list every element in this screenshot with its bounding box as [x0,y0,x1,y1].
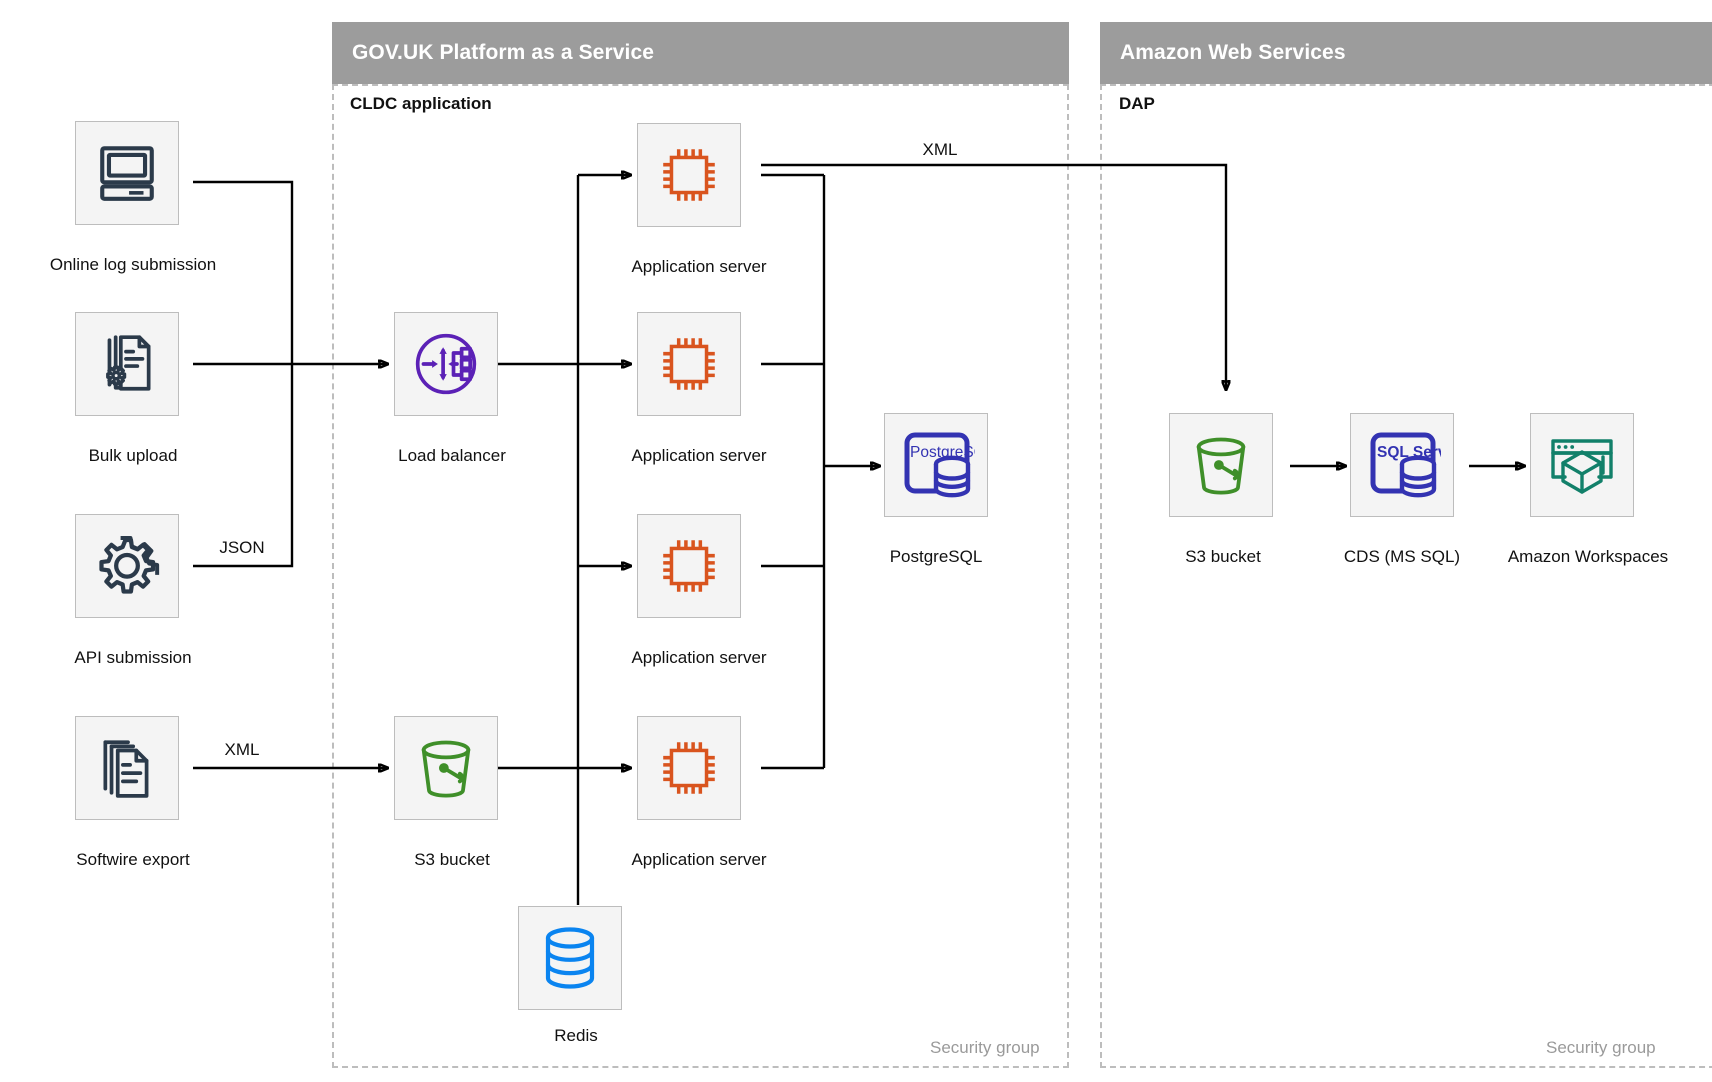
node-label-s3-bucket-paas: S3 bucket [414,850,490,869]
sub-label-dap: DAP [1119,94,1155,113]
node-app-server-2[interactable] [637,312,741,416]
s3-bucket-icon [1187,431,1255,499]
security-group-label-paas: Security group [930,1038,1040,1057]
node-label-redis: Redis [554,1026,598,1045]
node-s3-bucket-aws[interactable] [1169,413,1273,517]
security-group-paas [332,84,1069,1068]
redis-database-icon [539,925,601,991]
node-redis[interactable] [518,906,622,1010]
node-app-server-1[interactable] [637,123,741,227]
sub-label-cldc: CLDC application [350,94,492,113]
node-online-log-submission[interactable] [75,121,179,225]
node-bulk-upload[interactable] [75,312,179,416]
node-label-amazon-workspaces: Amazon Workspaces [1507,547,1669,566]
node-app-server-4[interactable] [637,716,741,820]
cpu-chip-icon [656,533,722,599]
node-label-s3-bucket-aws: S3 bucket [1185,547,1261,566]
node-label-api-submission: API submission [74,648,192,667]
node-softwire-export[interactable] [75,716,179,820]
node-api-submission[interactable] [75,514,179,618]
document-gear-icon [94,331,160,397]
edge-label-xml-export: XML [918,140,962,160]
sql-server-icon: SQL Server [1363,429,1441,501]
load-balancer-icon [409,327,483,401]
node-label-online-log-submission: Online log submission [49,255,217,274]
node-amazon-workspaces[interactable] [1530,413,1634,517]
security-group-aws [1100,84,1712,1068]
stacked-documents-icon [94,735,160,801]
cpu-chip-icon [656,142,722,208]
node-postgresql[interactable]: PostgreSQL [884,413,988,517]
node-label-bulk-upload: Bulk upload [88,446,178,465]
postgresql-icon: PostgreSQL [897,429,975,501]
group-header-paas: GOV.UK Platform as a Service [332,22,1069,84]
node-label-app-server-2: Application server [631,446,767,465]
cpu-chip-icon [656,331,722,397]
node-label-cds-ms-sql: CDS (MS SQL) [1343,547,1461,566]
node-label-app-server-1: Application server [631,257,767,276]
cpu-chip-icon [656,735,722,801]
group-header-aws: Amazon Web Services [1100,22,1712,84]
node-label-app-server-3: Application server [631,648,767,667]
gear-icon [93,532,161,600]
s3-bucket-icon [412,734,480,802]
group-title-aws: Amazon Web Services [1120,41,1346,64]
amazon-workspaces-icon [1547,433,1617,497]
node-app-server-3[interactable] [637,514,741,618]
node-label-softwire-export: Softwire export [76,850,190,869]
security-group-label-aws: Security group [1546,1038,1656,1057]
node-s3-bucket-paas[interactable] [394,716,498,820]
node-cds-ms-sql[interactable]: SQL Server [1350,413,1454,517]
edge-label-json: JSON [215,538,269,558]
group-title-paas: GOV.UK Platform as a Service [352,41,654,64]
node-label-postgresql: PostgreSQL [889,547,983,566]
edge-label-xml-source: XML [220,740,264,760]
node-load-balancer[interactable] [394,312,498,416]
node-label-app-server-4: Application server [631,850,767,869]
node-label-load-balancer: Load balancer [398,446,506,465]
desktop-computer-icon [94,140,160,206]
